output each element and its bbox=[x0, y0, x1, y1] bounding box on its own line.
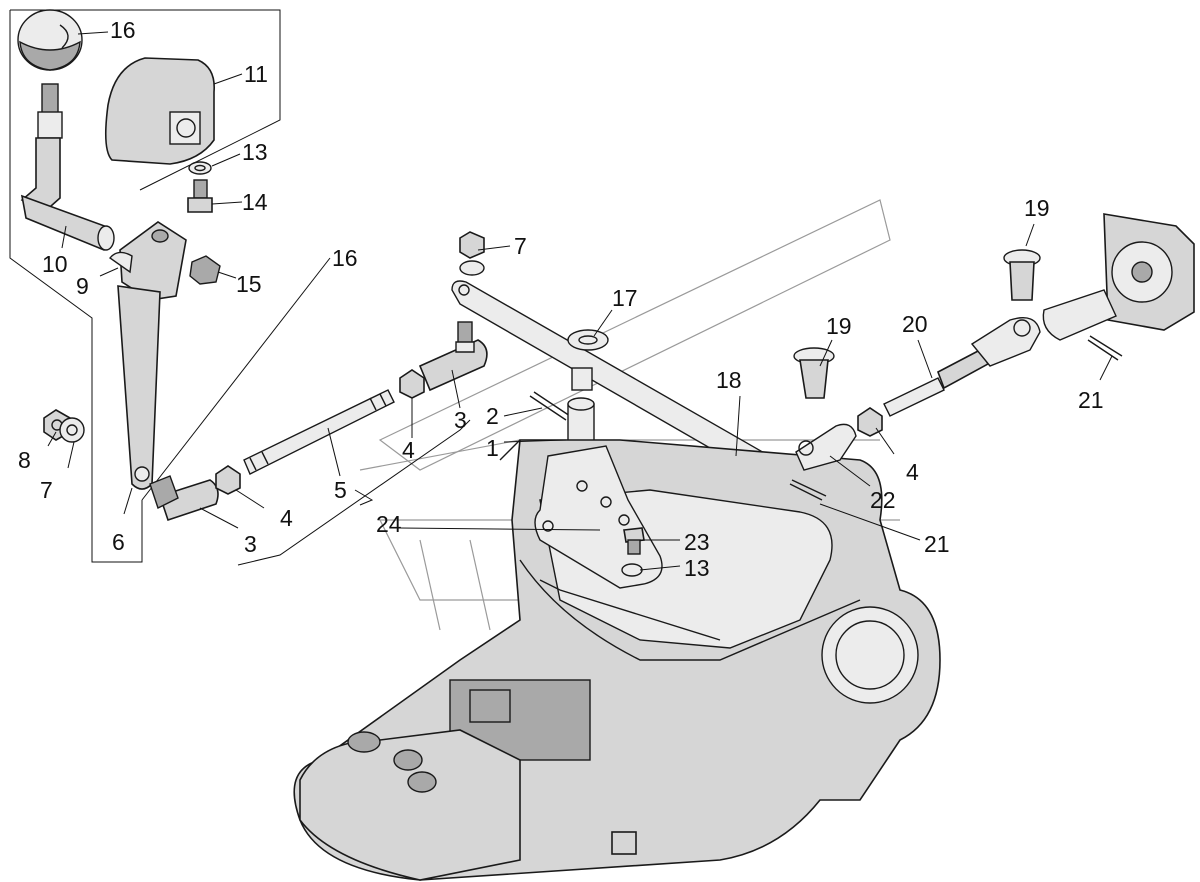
nut-4-right bbox=[857, 407, 883, 437]
callout-18: 18 bbox=[716, 367, 742, 393]
washer-7-left bbox=[59, 417, 85, 443]
threaded-rod-5 bbox=[243, 389, 395, 475]
callout-6: 6 bbox=[112, 529, 125, 555]
callout-4-right: 4 bbox=[906, 459, 919, 485]
rod-end-3-middle bbox=[418, 321, 488, 392]
nut-7-top bbox=[459, 231, 485, 276]
callout-11: 16 bbox=[110, 17, 136, 43]
nut-4-middle bbox=[399, 369, 425, 399]
callout-12: 11 bbox=[244, 61, 268, 87]
callout-16: 16 bbox=[332, 245, 358, 271]
lever-clamp bbox=[108, 221, 187, 301]
rod-end-3-left bbox=[149, 475, 219, 522]
callout-5: 5 bbox=[334, 477, 347, 503]
callout-24: 24 bbox=[376, 511, 402, 537]
callout-20: 20 bbox=[902, 311, 928, 337]
threaded-rod-20 bbox=[883, 348, 990, 417]
callout-14: 14 bbox=[242, 189, 268, 215]
split-pin-21-middle bbox=[789, 479, 827, 501]
leader-lines bbox=[47, 31, 1113, 571]
callout-7-left: 7 bbox=[40, 477, 53, 503]
callout-3-middle: 3 bbox=[454, 407, 467, 433]
clevis-22 bbox=[795, 423, 857, 471]
clevis-upper bbox=[970, 317, 1041, 367]
callout-22: 22 bbox=[870, 487, 896, 513]
callout-15: 15 bbox=[236, 271, 262, 297]
callout-13-top: 13 bbox=[242, 139, 268, 165]
callout-13-bottom: 13 bbox=[684, 555, 710, 581]
washer-13-top bbox=[188, 161, 212, 175]
pin-19-upper bbox=[1003, 249, 1041, 301]
callout-21-right: 21 bbox=[1078, 387, 1104, 413]
cover-housing bbox=[104, 57, 215, 165]
bolt-14 bbox=[187, 179, 213, 213]
callout-1: 1 bbox=[486, 435, 499, 461]
callout-7-top: 7 bbox=[514, 233, 527, 259]
washer-13-bottom bbox=[621, 563, 643, 577]
callout-10: 10 bbox=[42, 251, 68, 277]
callout-labels: 16 11 13 14 10 9 15 16 8 7 6 3 4 5 4 3 2… bbox=[18, 17, 1104, 581]
callout-8: 8 bbox=[18, 447, 31, 473]
callout-3-left: 3 bbox=[244, 531, 257, 557]
nut-15 bbox=[189, 255, 221, 285]
cotter-pin-2 bbox=[529, 391, 571, 421]
gearbox-housing bbox=[293, 439, 941, 881]
callout-19-lower: 19 bbox=[826, 313, 852, 339]
callout-9: 9 bbox=[76, 273, 89, 299]
split-pin-21-right bbox=[1087, 335, 1123, 361]
pin-19-lower bbox=[793, 347, 835, 399]
group-outlines bbox=[9, 9, 471, 566]
callout-19-upper: 19 bbox=[1024, 195, 1050, 221]
shift-lever-rod bbox=[20, 83, 115, 251]
callout-2: 2 bbox=[486, 403, 499, 429]
bolt-23 bbox=[623, 527, 645, 555]
callout-23: 23 bbox=[684, 529, 710, 555]
washer-17 bbox=[567, 329, 609, 351]
knob-ball bbox=[17, 9, 83, 71]
lever-arm bbox=[117, 285, 161, 490]
callout-4-middle: 4 bbox=[402, 437, 415, 463]
callout-4-left: 4 bbox=[280, 505, 293, 531]
nut-4-left bbox=[215, 465, 241, 495]
callout-17: 17 bbox=[612, 285, 638, 311]
coupling-assembly bbox=[1042, 213, 1195, 341]
callout-21-middle: 21 bbox=[924, 531, 950, 557]
